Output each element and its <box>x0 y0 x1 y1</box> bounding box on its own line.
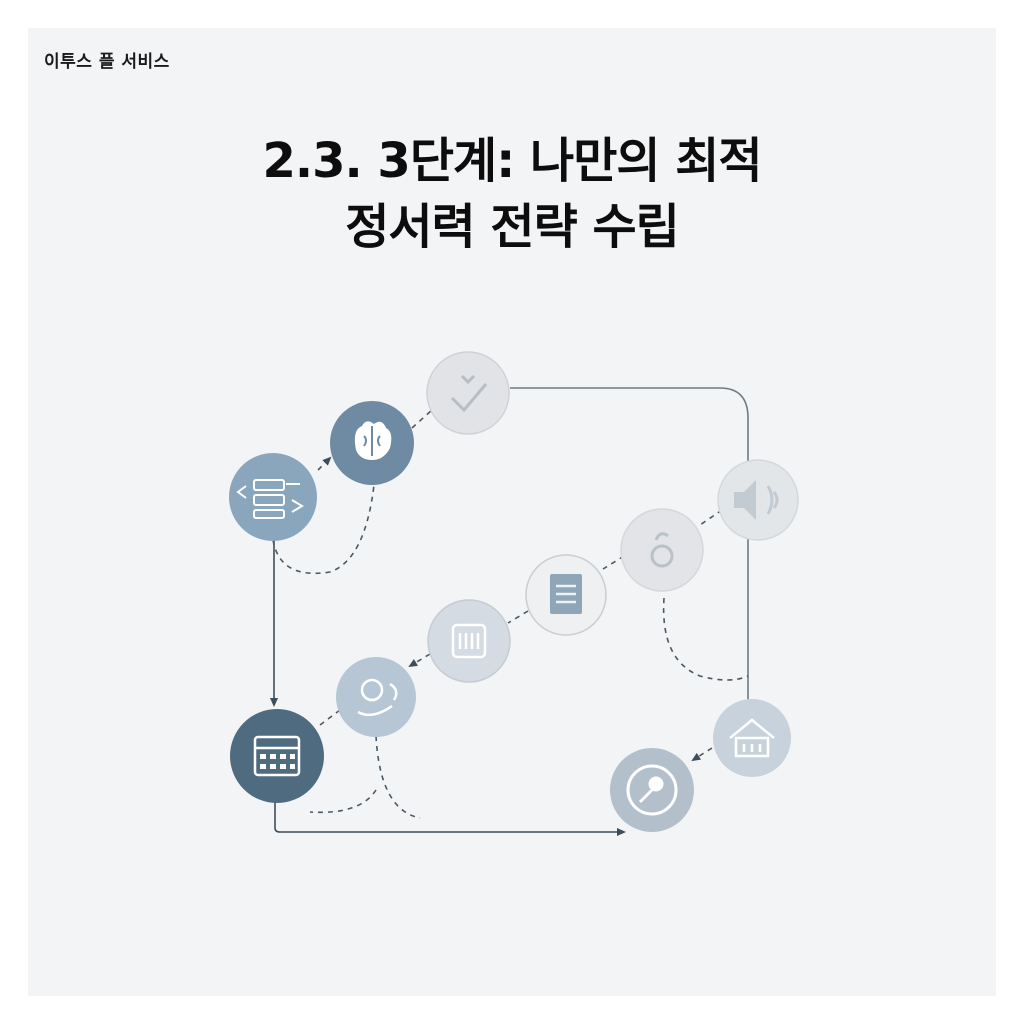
node-target <box>610 748 694 832</box>
connector-dashed-8 <box>319 709 341 726</box>
connector-dashed-4 <box>699 509 723 526</box>
connector-dashed-5 <box>602 555 625 570</box>
flame-icon <box>650 532 674 568</box>
lightbulb-hand-icon <box>357 678 398 717</box>
connector-dashed-2 <box>411 409 433 429</box>
node-idea <box>336 657 416 737</box>
node-check <box>426 351 510 435</box>
node-brain <box>330 401 414 485</box>
node-sound <box>717 459 799 541</box>
node-fire <box>620 508 704 592</box>
speaker-icon <box>734 480 779 520</box>
node-home <box>713 699 791 777</box>
node-data-flow <box>229 453 317 541</box>
connector-dashed-1 <box>317 456 332 471</box>
page-title: 2.3. 3단계: 나만의 최적 정서력 전략 수립 <box>0 128 1024 260</box>
node-document <box>525 554 607 636</box>
calendar-keyboard-icon <box>253 735 301 777</box>
node-chip <box>427 599 511 683</box>
brain-icon <box>354 421 392 460</box>
connector-dashed-3 <box>272 484 375 575</box>
house-icon <box>729 718 775 758</box>
checkmark-icon <box>450 374 488 413</box>
brand-label: 이투스 플 서비스 <box>44 52 170 72</box>
data-transfer-icon <box>236 479 304 519</box>
connector-dashed-11 <box>309 789 377 814</box>
title-line-1: 2.3. 3단계: 나만의 최적 <box>262 133 762 189</box>
connector-dashed-9 <box>662 597 749 681</box>
connector-dashed-12 <box>691 747 713 762</box>
connector-lines <box>270 387 749 836</box>
document-icon <box>550 574 582 614</box>
connector-dashed-10 <box>375 735 421 819</box>
connector-solid-right <box>510 387 749 700</box>
chip-icon <box>451 623 487 659</box>
target-icon <box>626 764 678 816</box>
connector-dashed-7 <box>408 653 431 668</box>
connector-dashed-6 <box>507 610 529 624</box>
canvas-background <box>28 28 996 996</box>
node-calendar <box>230 709 324 803</box>
connector-solid-bottom <box>274 790 626 836</box>
title-line-2: 정서력 전략 수립 <box>345 199 680 255</box>
